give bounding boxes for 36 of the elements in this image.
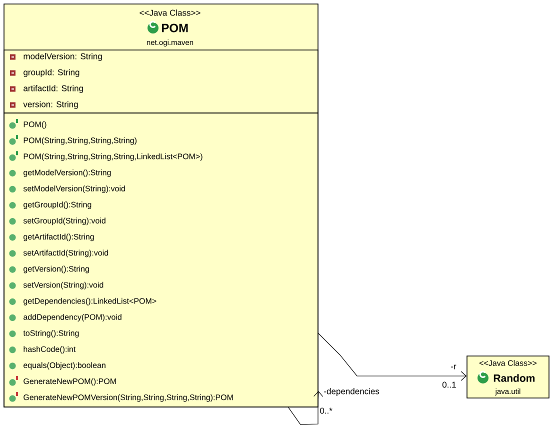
- method-label: getVersion():String: [24, 266, 89, 274]
- association-arrow: [288, 391, 324, 425]
- method-label: setGroupId(String):void: [23, 218, 106, 226]
- field-label: artifactId: String: [24, 85, 83, 93]
- method-label: setVersion(String):void: [23, 282, 104, 290]
- method-label: getModelVersion():String: [24, 169, 111, 177]
- method-label: POM(String,String,String,String,LinkedList<POM>): [24, 153, 202, 161]
- field-label: modelVersion: String: [24, 53, 102, 61]
- method-label: GenerateNewPOMVersion(String,String,String,String):POM: [24, 394, 233, 402]
- method-label: GenerateNewPOM():POM: [24, 378, 116, 386]
- class-box: [466, 356, 550, 398]
- method-label: setArtifactId(String):void: [23, 250, 108, 258]
- multiplicity-label: 0..*: [320, 408, 332, 414]
- method-label: POM(): [24, 121, 46, 129]
- role-label: -dependencies: [324, 388, 380, 396]
- association-arrow: [318, 332, 467, 381]
- method-label: getGroupId():String: [24, 202, 92, 210]
- field-label: version: String: [23, 101, 78, 109]
- class-name: Random: [494, 374, 535, 382]
- class-name: POM: [162, 24, 188, 32]
- operation-compartment: [4, 112, 318, 408]
- stereotype-label: <<Java Class>>: [479, 360, 536, 366]
- method-label: hashCode():int: [24, 346, 76, 354]
- attribute-compartment: [4, 50, 318, 114]
- stereotype-label: <<Java Class>>: [140, 10, 200, 16]
- role-label: -r: [451, 364, 456, 370]
- field-label: groupId: String: [24, 69, 80, 77]
- method-label: setModelVersion(String):void: [23, 186, 125, 193]
- method-label: toString():String: [23, 330, 79, 338]
- method-label: POM(String,String,String,String): [24, 137, 137, 145]
- multiplicity-label: 0..1: [442, 382, 456, 388]
- class-box: [4, 4, 318, 408]
- method-label: getArtifactId():String: [24, 234, 94, 242]
- method-label: addDependency(POM):void: [24, 314, 122, 322]
- method-label: equals(Object):boolean: [24, 362, 106, 370]
- method-label: getDependencies():LinkedList<POM>: [24, 298, 156, 306]
